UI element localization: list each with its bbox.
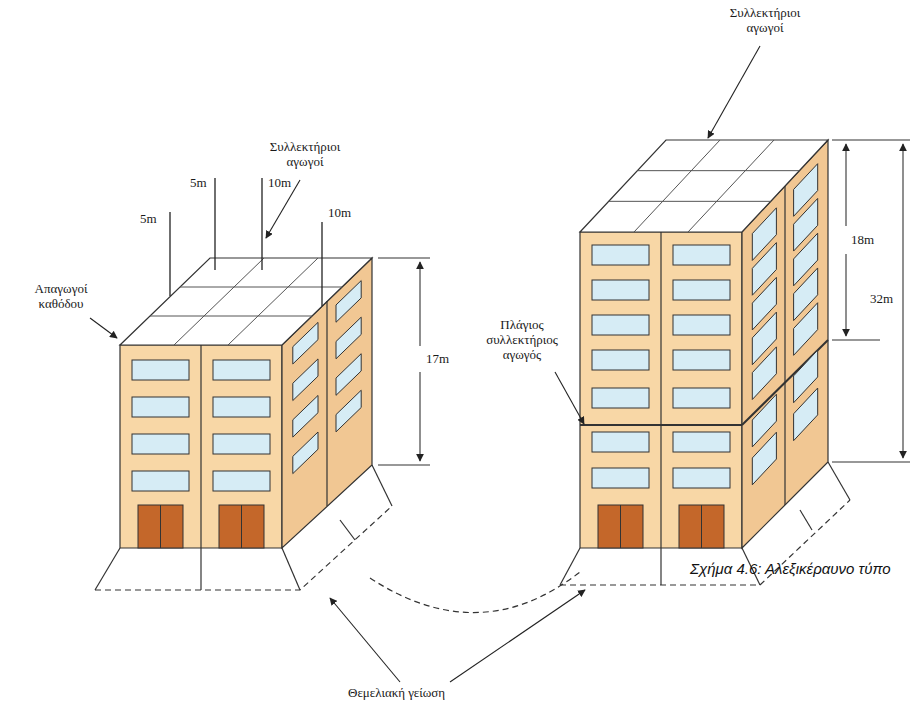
dimension-label: 18m	[851, 233, 874, 248]
window	[673, 350, 730, 370]
callout-label: Απαγωγοί καθόδου	[20, 282, 102, 312]
callout-label: Πλάγιος συλλεκτήριος αγωγός	[474, 318, 570, 363]
window	[293, 322, 318, 364]
window	[673, 280, 730, 300]
window	[132, 434, 189, 454]
roof-conductor	[637, 170, 799, 171]
door	[620, 505, 621, 548]
window	[673, 468, 730, 488]
air-terminal-rods	[170, 178, 322, 306]
window	[213, 397, 270, 417]
dimension-label: 10m	[328, 206, 351, 221]
callout-label: Συλλεκτήριοι αγωγοί	[255, 140, 355, 170]
window	[213, 360, 270, 380]
dimension-label: 5m	[140, 212, 157, 227]
window	[336, 390, 361, 432]
left-building	[120, 258, 372, 548]
window	[592, 388, 649, 408]
window	[673, 388, 730, 408]
window	[213, 434, 270, 454]
window	[794, 388, 818, 441]
window	[592, 245, 649, 265]
door	[701, 505, 702, 548]
window	[673, 315, 730, 335]
door	[679, 505, 724, 548]
roof-conductor	[688, 140, 774, 232]
window	[132, 360, 189, 380]
window	[592, 432, 649, 452]
leader-lines	[90, 46, 760, 682]
dimension-label: 17m	[426, 352, 449, 367]
window	[336, 354, 361, 396]
callout-label: Θεμελιακή γείωση	[348, 686, 445, 701]
door	[160, 505, 161, 548]
window	[336, 281, 361, 323]
roof-conductor	[609, 201, 771, 202]
window	[213, 471, 270, 491]
window	[794, 303, 818, 356]
door	[241, 505, 242, 548]
window	[293, 432, 318, 474]
figure-caption: Σχήμα 4.6: Αλεξικέραυνο τύπο	[690, 560, 891, 577]
roof-conductor	[174, 258, 264, 345]
window	[293, 395, 318, 437]
door	[598, 505, 643, 548]
window	[293, 359, 318, 401]
window	[592, 280, 649, 300]
roof-conductor	[228, 258, 318, 345]
dimension-label: 32m	[870, 292, 893, 307]
roof-conductor	[180, 287, 342, 288]
window	[336, 317, 361, 359]
door	[138, 505, 183, 548]
window	[132, 471, 189, 491]
window	[752, 347, 776, 400]
window	[673, 432, 730, 452]
dimension-label: 5m	[190, 176, 207, 191]
window	[592, 350, 649, 370]
roof-conductor	[150, 316, 312, 317]
dimension-lines	[378, 140, 910, 465]
dimension-label: 10m	[268, 176, 291, 191]
roof-conductor	[634, 140, 720, 232]
window	[592, 315, 649, 335]
window	[132, 397, 189, 417]
window	[752, 432, 776, 485]
door	[219, 505, 264, 548]
window	[673, 245, 730, 265]
window	[592, 468, 649, 488]
windows-and-grid	[132, 140, 818, 548]
callout-label: Συλλεκτήριοι αγωγοί	[715, 6, 815, 36]
right-building	[580, 140, 828, 548]
